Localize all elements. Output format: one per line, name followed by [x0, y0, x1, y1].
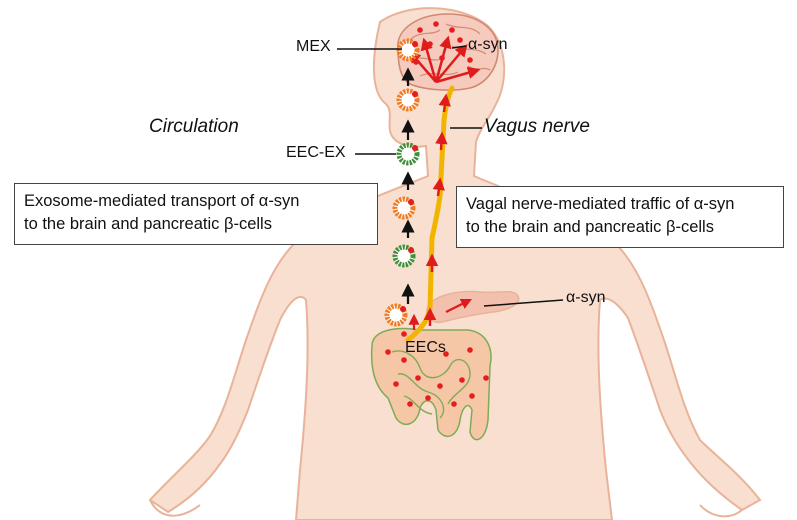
alpha-syn-dot — [407, 401, 413, 407]
exosome-transport-box: Exosome-mediated transport of α-syn to t… — [14, 183, 378, 245]
alpha-syn-dot — [393, 381, 399, 387]
alpha-syn-dot — [433, 21, 439, 27]
alpha-syn-dot — [437, 383, 443, 389]
alpha-syn-dot — [467, 57, 473, 63]
vagal-box-line-2: to the brain and pancreatic β-cells — [466, 216, 774, 239]
vagus-nerve-label: Vagus nerve — [484, 116, 590, 138]
alpha-syn-dot — [457, 37, 463, 43]
alpha-syn-dot — [400, 306, 406, 312]
vagal-traffic-box: Vagal nerve-mediated traffic of α-syn to… — [456, 186, 784, 248]
alpha-syn-pancreas-label: α-syn — [566, 289, 605, 307]
vagal-box-line-1: Vagal nerve-mediated traffic of α-syn — [466, 193, 774, 216]
alpha-syn-dot — [408, 247, 414, 253]
alpha-syn-dot — [408, 199, 414, 205]
alpha-syn-brain-label: α-syn — [468, 36, 507, 54]
exosome-box-line-2: to the brain and pancreatic β-cells — [24, 213, 368, 236]
alpha-syn-dot — [425, 395, 431, 401]
alpha-syn-dot — [385, 349, 391, 355]
alpha-syn-dot — [483, 375, 489, 381]
alpha-syn-dot — [401, 357, 407, 363]
alpha-syn-dot — [449, 27, 455, 33]
alpha-syn-dot — [467, 347, 473, 353]
alpha-syn-dot — [417, 27, 423, 33]
eec-ex-label: EEC-EX — [286, 144, 346, 162]
alpha-syn-dot — [413, 59, 419, 65]
alpha-syn-dot — [412, 41, 418, 47]
alpha-syn-dot — [415, 375, 421, 381]
exosome-box-line-1: Exosome-mediated transport of α-syn — [24, 190, 368, 213]
circulation-label: Circulation — [149, 116, 239, 138]
alpha-syn-dot — [439, 55, 445, 61]
alpha-syn-dot — [451, 401, 457, 407]
alpha-syn-dot — [427, 41, 433, 47]
alpha-syn-dot — [459, 377, 465, 383]
alpha-syn-dot — [401, 331, 407, 337]
eecs-label: EECs — [405, 339, 446, 357]
alpha-syn-dot — [469, 393, 475, 399]
mex-label: MEX — [296, 38, 331, 56]
alpha-syn-dot — [412, 145, 418, 151]
alpha-syn-dot — [412, 91, 418, 97]
